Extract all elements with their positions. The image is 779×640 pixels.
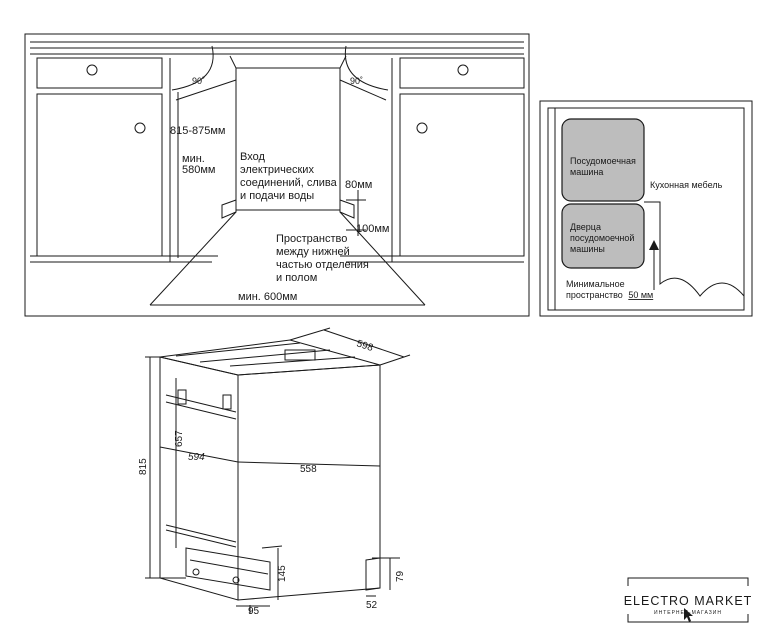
height-range-label: 815-875мм [170, 125, 226, 137]
angle-left-label: 90˚ [192, 76, 205, 86]
kitchen-furniture-label: Кухонная мебель [650, 180, 723, 190]
gap-100-label: 100мм [356, 223, 389, 235]
min-space-line2: пространство 50 мм [566, 290, 653, 300]
logo-title: ELECTRO MARKET [624, 594, 753, 608]
dim-594: 594 [188, 452, 205, 463]
top-view-panel: Посудомоечная машина Дверца посудомоечно… [539, 100, 753, 317]
right-door-swing-arc [344, 45, 389, 91]
dishwasher-label: Посудомоечная машина [570, 156, 638, 177]
door-block [561, 203, 645, 269]
dim-815: 815 [138, 458, 149, 475]
right-cabinet [340, 57, 525, 263]
dishwasher-dimension-drawing: 598 657 594 558 815 145 79 95 52 [138, 327, 411, 617]
angle-right-label: 90˚ [350, 76, 363, 86]
dim-598: 598 [355, 338, 375, 354]
dim-95: 95 [248, 606, 260, 617]
dim-558: 558 [300, 464, 317, 475]
min-depth-label: мин. 580мм [182, 153, 215, 176]
dim-79: 79 [395, 570, 406, 582]
entry-text: Вход электрических соединений, слива и п… [240, 151, 340, 202]
min-space-line1: Минимальное [566, 279, 625, 289]
dim-657: 657 [174, 430, 185, 447]
electro-market-logo: ELECTRO MARKET ИНТЕРНЕТ-МАГАЗИН [624, 577, 753, 623]
dim-145: 145 [277, 565, 288, 582]
opening-back-wall [149, 55, 426, 306]
dishwasher-block [561, 118, 645, 202]
door-label: Дверца посудомоечной машины [570, 222, 637, 254]
left-door-swing-arc [171, 45, 214, 91]
left-cabinet [30, 57, 218, 263]
cursor-icon [684, 608, 693, 622]
dim-52: 52 [366, 600, 378, 611]
gap-80-label: 80мм [345, 179, 372, 191]
space-text: Пространство между нижней частью отделен… [276, 233, 372, 284]
min-width-label: мин. 600мм [238, 291, 297, 303]
cabinet-installation-panel: 90˚ 90˚ 815-875мм мин. 580мм Вход электр… [24, 33, 530, 317]
